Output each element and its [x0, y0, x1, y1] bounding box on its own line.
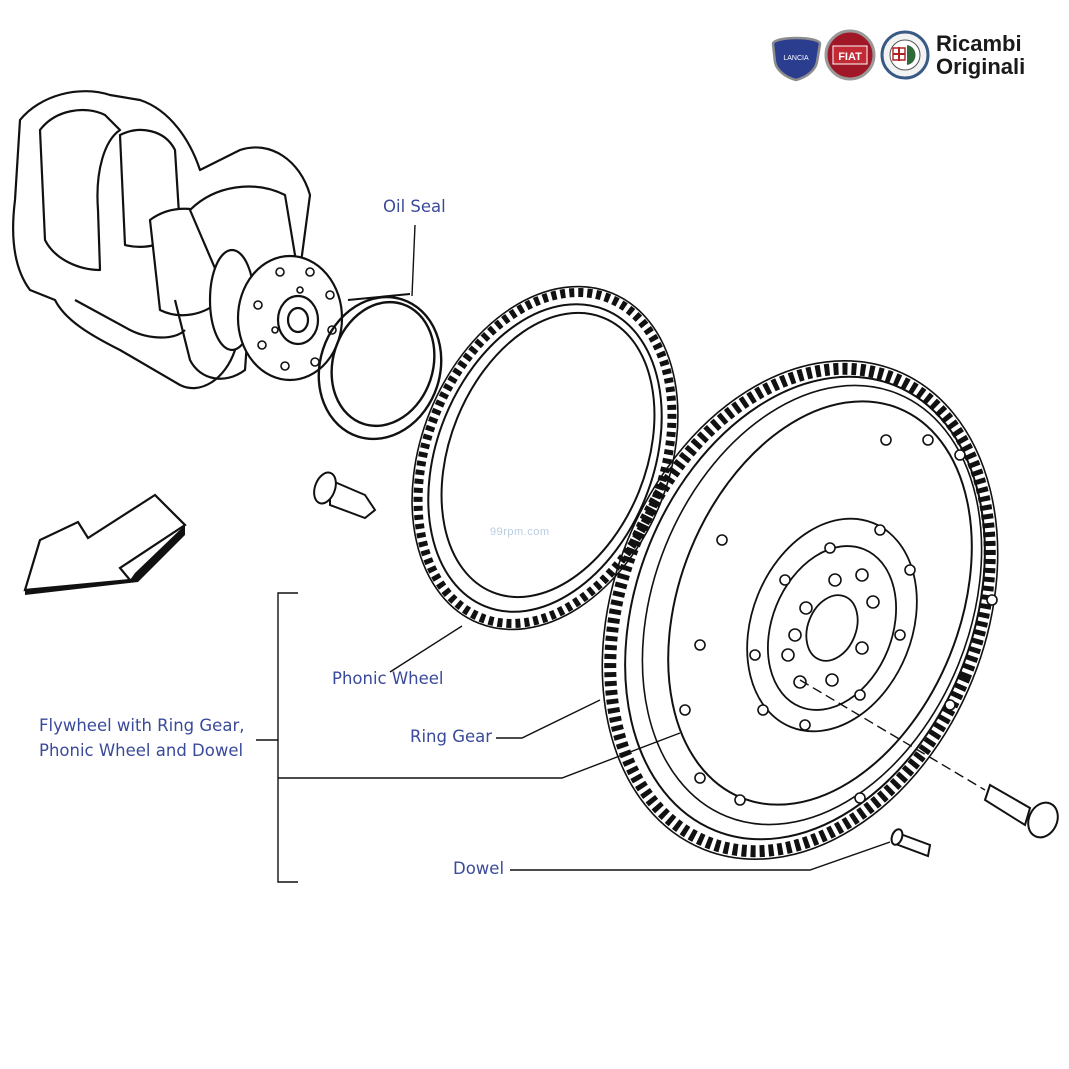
alfa-romeo-logo [880, 30, 930, 80]
leader-lines [256, 224, 891, 883]
brand-title-line1: Ricambi [936, 31, 1022, 56]
label-ring-gear: Ring Gear [410, 727, 493, 746]
crankshaft-drawing [12, 90, 344, 390]
watermark: 99rpm.com [490, 526, 550, 538]
bolt-drawing [313, 471, 377, 520]
brand-title-line2: Originali [936, 54, 1026, 79]
label-oil-seal: Oil Seal [383, 197, 446, 216]
phonic-wheel-drawing [411, 285, 679, 631]
label-dowel: Dowel [453, 859, 505, 878]
flywheel-bolt-drawing [799, 679, 1059, 839]
label-flywheel-line1: Flywheel with Ring Gear, [39, 716, 245, 735]
lancia-logo: LANCIA [771, 36, 822, 82]
direction-arrow-icon [23, 493, 187, 595]
oil-seal-drawing [317, 293, 443, 441]
lancia-logo-text: LANCIA [783, 55, 809, 62]
flywheel-drawing [601, 360, 999, 860]
fiat-logo: FIAT [824, 29, 876, 81]
dowel-drawing [890, 828, 932, 858]
label-phonic-wheel: Phonic Wheel [332, 669, 444, 688]
label-flywheel-line2: Phonic Wheel and Dowel [39, 741, 244, 760]
svg-text:FIAT: FIAT [838, 51, 862, 63]
